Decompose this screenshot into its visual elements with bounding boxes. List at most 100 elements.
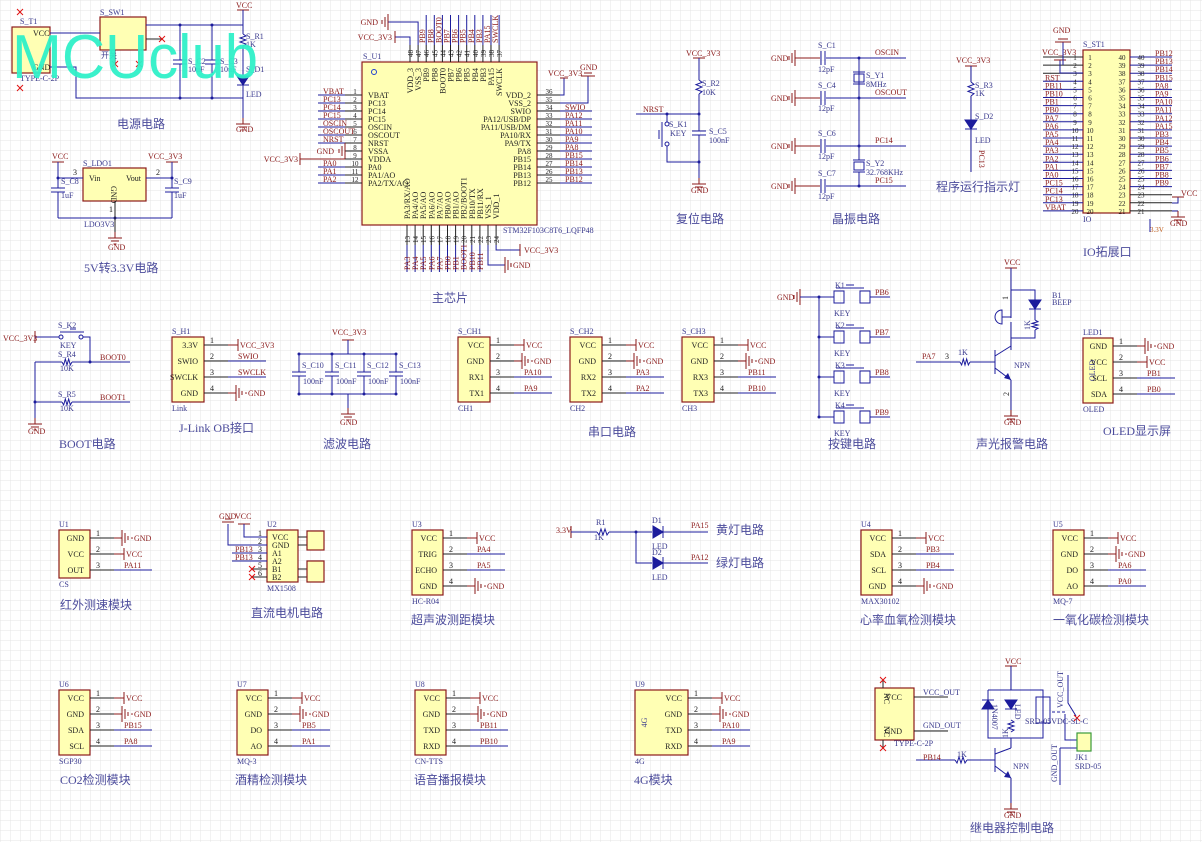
pin-number: 5	[353, 120, 357, 128]
pin-number: 1	[96, 689, 100, 698]
relay-jack-jk1	[1076, 732, 1092, 752]
resistor-icon	[238, 33, 248, 47]
pin-name: PA7/AO	[435, 192, 444, 219]
boot-label: S_R5	[58, 390, 76, 399]
pin-number: 3	[274, 721, 278, 730]
beeper-label: 1	[1001, 296, 1010, 300]
net-label: PA3	[1045, 146, 1059, 155]
indicator-label: S_D2	[975, 112, 993, 121]
key-contact	[833, 410, 845, 424]
motor-label: GND	[272, 541, 290, 550]
pin-name: VCC	[1091, 358, 1107, 367]
pin-number: 37	[1138, 78, 1146, 86]
section-title: 声光报警电路	[976, 436, 1048, 451]
power-net-label: VCC_3V3	[358, 33, 392, 42]
component-part: MAX30102	[861, 597, 900, 606]
component-part: SGP30	[59, 757, 82, 766]
pin-number: 29	[546, 144, 554, 152]
net-label: PB4	[1155, 138, 1169, 147]
pin-name: PB7	[447, 68, 456, 82]
power-circuit: S_T1VCCGNDTYPE-C-2PS_SW1开关S_C210uFS_C310…	[11, 1, 264, 134]
pin-number: 30	[1138, 135, 1146, 143]
pin-number: 26	[1138, 167, 1146, 175]
junction	[297, 352, 301, 356]
pin-number: 3	[353, 104, 357, 112]
ground-icon	[923, 578, 931, 594]
section-title: 直流电机电路	[251, 605, 323, 620]
section-title: BOOT电路	[59, 436, 116, 451]
section-title: 4G模块	[634, 773, 673, 787]
pin-number: 30	[1119, 135, 1127, 143]
motor-m1	[306, 530, 325, 551]
watermark-logo: MCUclub	[12, 23, 258, 92]
net-label: PB10	[748, 384, 766, 393]
pin-number: 45	[431, 50, 439, 58]
port-dot	[933, 585, 935, 587]
net-label: PB9	[418, 29, 427, 43]
ground-net-label: GND	[248, 389, 266, 398]
relay-label: VCC	[886, 693, 902, 702]
pin-name: SDA	[1091, 390, 1107, 399]
indicator-label: LED	[975, 136, 991, 145]
power-net-label: VCC_3V3	[524, 246, 558, 255]
motor-label: 1	[258, 529, 262, 538]
ldo-label: Vin	[89, 174, 101, 183]
ldo-label: S_C9	[174, 177, 192, 186]
crystal-circuit: GNDS_C112pFOSCINS_Y18MHzGNDS_C412pFOSCOU…	[771, 41, 907, 201]
wire	[1172, 197, 1179, 204]
leds-label: LED	[652, 573, 668, 582]
reset-label: VCC_3V3	[686, 49, 720, 58]
pin-number: 28	[1119, 151, 1127, 159]
pin-number: 24	[1138, 184, 1146, 192]
pin-name: GND	[691, 357, 709, 366]
pin-name: GND	[1090, 342, 1108, 351]
pin-number: 40	[472, 50, 480, 58]
crystal-label: 32.768KHz	[866, 168, 904, 177]
pin-number: 4	[210, 384, 214, 393]
pin-number: 20	[1072, 208, 1080, 216]
pin-number: 4	[1090, 577, 1094, 586]
motor-label: U2	[267, 520, 277, 529]
wire	[635, 532, 652, 564]
power-label: VCC	[33, 29, 49, 38]
pin-number: 18	[445, 236, 453, 244]
net-label: PA9	[524, 384, 538, 393]
pin-name: PB1/AO	[452, 191, 461, 219]
pin-number: 22	[1138, 200, 1146, 208]
net-label: PC14	[1045, 187, 1063, 196]
wire	[1059, 60, 1083, 74]
junction	[394, 392, 398, 396]
pin-number: 2	[608, 352, 612, 361]
pin-name: VDD_3	[406, 68, 415, 93]
ground-icon	[1115, 546, 1123, 562]
capacitor-icon	[820, 91, 826, 105]
pin-number: 9	[353, 152, 357, 160]
boot-circuit: VCC_3V3S_K2KEYS_R410KBOOT0S_R510KBOOT1GN…	[3, 321, 130, 436]
section-titles: 电源电路5V转3.3V电路主芯片复位电路晶振电路程序运行指示灯IO拓展口BOOT…	[59, 116, 1171, 835]
net-label: PA11	[124, 561, 141, 570]
pin-number: 17	[436, 236, 444, 244]
